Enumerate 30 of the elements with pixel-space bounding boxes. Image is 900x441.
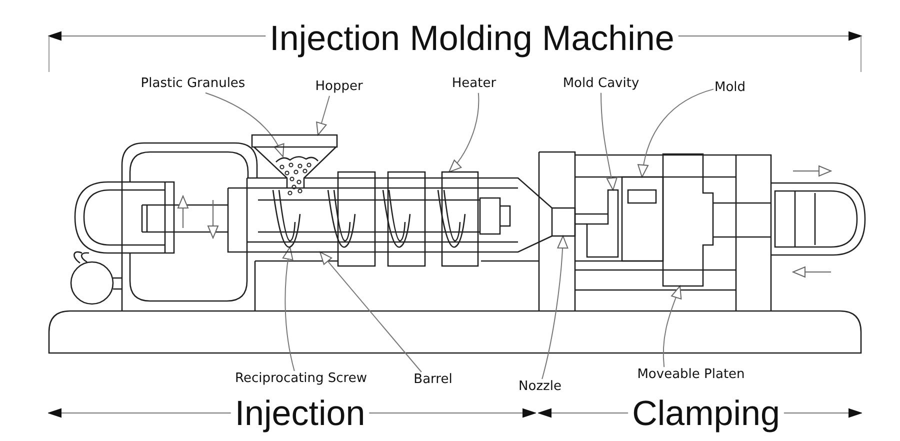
leader-line — [448, 92, 480, 172]
nozzle — [551, 207, 576, 237]
callout-label: Heater — [452, 77, 496, 92]
callout-label: Mold — [714, 81, 746, 96]
platen — [662, 153, 714, 287]
section-label: Clamping — [632, 394, 780, 434]
leader-line — [282, 246, 295, 372]
callout-label: Nozzle — [518, 380, 562, 395]
leader-line — [542, 236, 568, 380]
leader-line — [316, 95, 330, 136]
callout-label: Plastic Granules — [140, 77, 246, 92]
barrel — [246, 177, 553, 253]
callout-label: Barrel — [414, 373, 452, 388]
leader-line — [600, 92, 618, 190]
callout-label: Mold Cavity — [562, 77, 640, 92]
mold — [621, 176, 664, 262]
callout-label: Reciprocating Screw — [235, 372, 367, 387]
leader-line — [205, 92, 284, 158]
callout-label: Moveable Platen — [637, 368, 745, 383]
heater-band — [441, 171, 479, 267]
hopper — [251, 134, 338, 189]
mold-cavity — [586, 189, 619, 258]
leader-line — [638, 88, 714, 178]
leader-line — [662, 286, 682, 368]
callout-label: Hopper — [315, 80, 363, 95]
diagram-title: Injection Molding Machine — [270, 19, 674, 60]
screw — [257, 189, 511, 248]
section-label: Injection — [234, 394, 366, 434]
granules — [276, 156, 318, 196]
leader-line — [320, 252, 422, 372]
